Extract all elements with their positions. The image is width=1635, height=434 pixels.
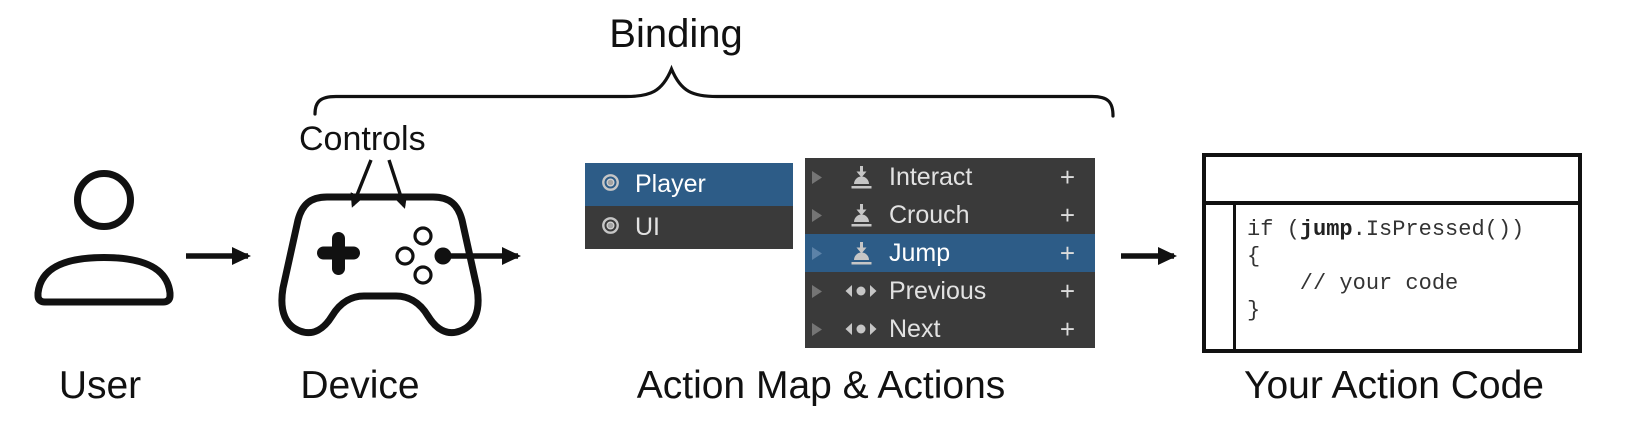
action-map-icon bbox=[600, 215, 621, 241]
binding-label: Binding bbox=[609, 12, 743, 56]
foldout-arrow-icon[interactable] bbox=[808, 283, 825, 300]
foldout-arrow-icon[interactable] bbox=[808, 245, 825, 262]
gamepad-icon bbox=[278, 193, 482, 337]
foldout-arrow-icon[interactable] bbox=[808, 169, 825, 186]
code-window-titlebar bbox=[1206, 157, 1578, 205]
button-action-icon bbox=[845, 240, 877, 267]
action-code-label: Your Action Code bbox=[1244, 364, 1544, 407]
code-snippet: if (jump.IsPressed()) { // your code } bbox=[1247, 216, 1524, 324]
axis-action-icon bbox=[845, 321, 877, 337]
foldout-arrow-icon[interactable] bbox=[808, 207, 825, 224]
action-row-crouch[interactable]: Crouch + bbox=[805, 196, 1095, 234]
binding-brace bbox=[313, 64, 1115, 118]
action-row-jump[interactable]: Jump + bbox=[805, 234, 1095, 272]
action-row-label: Interact bbox=[889, 162, 973, 191]
code-gutter bbox=[1233, 205, 1236, 349]
action-map-row-label: UI bbox=[635, 213, 660, 241]
action-map-panel: Player UI bbox=[585, 163, 793, 249]
action-row-next[interactable]: Next + bbox=[805, 310, 1095, 348]
actions-panel: Interact + Crouch + Jump + Previous bbox=[805, 158, 1095, 348]
add-binding-button[interactable]: + bbox=[1059, 162, 1075, 192]
action-code-window: if (jump.IsPressed()) { // your code } bbox=[1202, 153, 1582, 353]
code-window-body: if (jump.IsPressed()) { // your code } bbox=[1206, 205, 1578, 349]
add-binding-button[interactable]: + bbox=[1059, 276, 1075, 306]
action-row-label: Crouch bbox=[889, 200, 970, 229]
action-row-label: Previous bbox=[889, 276, 987, 305]
add-binding-button[interactable]: + bbox=[1059, 238, 1075, 268]
action-map-label: Action Map & Actions bbox=[636, 364, 1006, 407]
face-buttons-icon bbox=[395, 226, 452, 285]
action-row-previous[interactable]: Previous + bbox=[805, 272, 1095, 310]
user-icon bbox=[34, 170, 174, 306]
code-line-3: // your code bbox=[1247, 271, 1459, 296]
button-action-icon bbox=[845, 202, 877, 229]
controls-label: Controls bbox=[299, 120, 426, 158]
user-label: User bbox=[58, 364, 142, 407]
add-binding-button[interactable]: + bbox=[1059, 314, 1075, 344]
dpad-icon bbox=[317, 232, 360, 275]
code-line-1: if (jump.IsPressed()) bbox=[1247, 217, 1525, 242]
foldout-arrow-icon[interactable] bbox=[808, 321, 825, 338]
action-map-row-ui[interactable]: UI bbox=[585, 206, 793, 249]
code-line-4: } bbox=[1247, 298, 1261, 323]
action-map-row-label: Player bbox=[635, 170, 706, 198]
action-map-row-player[interactable]: Player bbox=[585, 163, 793, 206]
action-row-label: Jump bbox=[889, 238, 951, 267]
add-binding-button[interactable]: + bbox=[1059, 200, 1075, 230]
axis-action-icon bbox=[845, 283, 877, 299]
controls-arrows bbox=[350, 159, 408, 209]
action-row-label: Next bbox=[889, 314, 941, 343]
code-line-2: { bbox=[1247, 244, 1261, 269]
action-row-interact[interactable]: Interact + bbox=[805, 158, 1095, 196]
pressed-button-dot bbox=[434, 247, 452, 265]
action-map-icon bbox=[600, 172, 621, 198]
device-label: Device bbox=[300, 364, 420, 407]
button-action-icon bbox=[845, 164, 877, 191]
